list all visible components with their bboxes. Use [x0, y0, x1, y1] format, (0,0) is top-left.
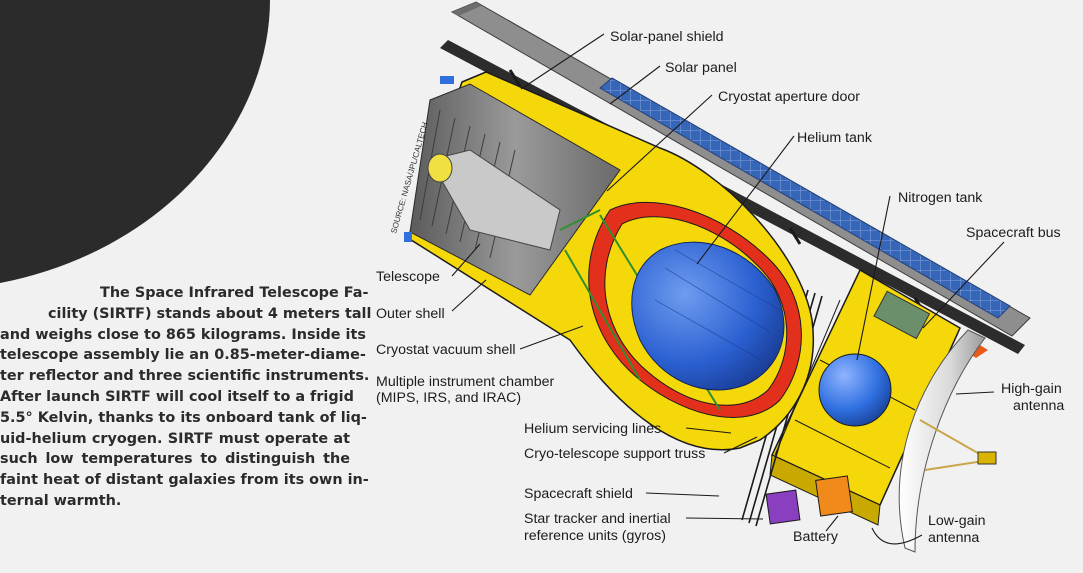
battery-shape [815, 475, 853, 517]
label-helium-tank: Helium tank [797, 130, 873, 146]
label-nitrogen-tank: Nitrogen tank [898, 190, 983, 206]
label-star-tracker: Star tracker and inertial [524, 511, 671, 527]
helium-tank-shape [631, 241, 785, 391]
caption-line: cility (SIRTF) stands about 4 meters tal… [48, 305, 372, 322]
label-multiple-instrument-chamber: Multiple instrument chamber [376, 374, 554, 390]
high-gain-antenna-dish [898, 329, 986, 553]
label-helium-servicing-lines: Helium servicing lines [524, 421, 661, 437]
solar-panel-cells [599, 77, 1011, 319]
label-low-gain-antenna-sub: antenna [928, 530, 979, 546]
label-battery: Battery [793, 529, 839, 545]
label-spacecraft-bus: Spacecraft bus [966, 225, 1061, 241]
label-solar-panel-shield: Solar-panel shield [610, 29, 724, 45]
label-outer-shell: Outer shell [376, 306, 445, 322]
caption-line: telescope assembly lie an 0.85-meter-dia… [0, 347, 366, 364]
label-cryo-telescope-support-truss: Cryo-telescope support truss [524, 446, 705, 462]
caption-paragraph: The Space Infrared Telescope Fa- cility … [0, 283, 372, 512]
caption-line: and weighs close to 865 kilograms. Insid… [0, 326, 366, 343]
nitrogen-tank-shape [818, 353, 892, 427]
label-multiple-instrument-chamber-sub: (MIPS, IRS, and IRAC) [376, 390, 521, 406]
telescope-assembly [404, 71, 814, 451]
label-star-tracker-sub: reference units (gyros) [524, 528, 666, 544]
caption-line: ter reflector and three scientific instr… [0, 368, 370, 385]
caption-line: faint heat of distant galaxies from its … [0, 472, 369, 489]
dark-background-shape [0, 0, 270, 283]
labels: Solar-panel shield Solar panel Cryostat … [376, 29, 1064, 546]
star-tracker-shape [765, 489, 801, 525]
caption-line: The Space Infrared Telescope Fa- [100, 285, 369, 301]
label-high-gain-antenna-sub: antenna [1013, 398, 1064, 414]
caption-line: 5.5° Kelvin, thanks to its onboard tank … [0, 409, 367, 426]
label-high-gain-antenna: High-gain [1001, 381, 1062, 397]
caption-line: uid-helium cryogen. SIRTF must operate a… [0, 430, 350, 447]
caption-line: such low temperatures to distinguish the [0, 451, 350, 468]
leader-lines [451, 33, 1005, 545]
label-cryostat-vacuum-shell: Cryostat vacuum shell [376, 342, 516, 358]
label-spacecraft-shield: Spacecraft shield [524, 486, 633, 502]
label-telescope: Telescope [376, 269, 440, 285]
caption-line: ternal warmth. [0, 492, 122, 509]
caption-line: After launch SIRTF will cool itself to a… [0, 388, 354, 405]
label-low-gain-antenna: Low-gain [928, 513, 986, 529]
label-cryostat-aperture-door: Cryostat aperture door [718, 89, 860, 105]
label-solar-panel: Solar panel [665, 60, 737, 76]
